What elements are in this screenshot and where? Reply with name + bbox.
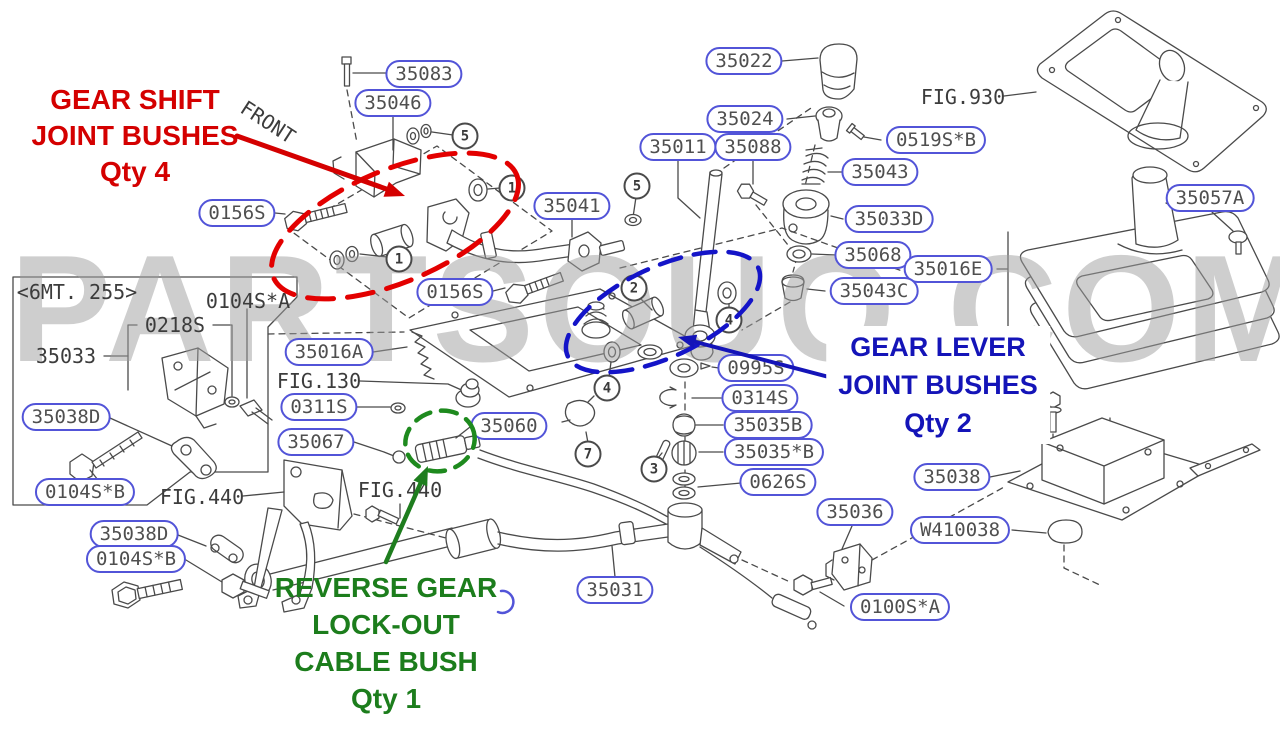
red-arrow-head bbox=[383, 181, 405, 197]
part-label-0995s[interactable]: 0995S bbox=[717, 354, 795, 382]
circled-number-7: 7 bbox=[574, 440, 602, 468]
text-label-35033: 35033 bbox=[35, 344, 97, 368]
text-label-0218s: 0218S bbox=[144, 313, 206, 337]
part-label-35038d[interactable]: 35038D bbox=[21, 403, 111, 431]
text-label-fig440: FIG.440 bbox=[357, 478, 443, 502]
circled-number-4: 4 bbox=[593, 374, 621, 402]
bracket-35038-group bbox=[793, 391, 1261, 607]
fig440-bracket-group bbox=[111, 459, 401, 613]
part-label-35031[interactable]: 35031 bbox=[576, 576, 654, 604]
blue-arrow-head bbox=[678, 334, 698, 349]
blue-dashed-ellipse bbox=[563, 249, 763, 375]
part-label-35068[interactable]: 35068 bbox=[834, 241, 912, 269]
part-label-35016e[interactable]: 35016E bbox=[903, 255, 993, 283]
part-label-35088[interactable]: 35088 bbox=[714, 133, 792, 161]
lever-bush-stack bbox=[655, 358, 742, 500]
circled-number-5: 5 bbox=[623, 172, 651, 200]
part-label-35033d[interactable]: 35033D bbox=[844, 205, 934, 233]
circled-number-1: 1 bbox=[498, 174, 526, 202]
part-label-w410038[interactable]: W410038 bbox=[909, 516, 1011, 544]
red-dashed-ellipse bbox=[269, 150, 521, 302]
part-label-35060[interactable]: 35060 bbox=[470, 412, 548, 440]
part-label-0104sb[interactable]: 0104S*B bbox=[85, 545, 187, 573]
part-label-35057a[interactable]: 35057A bbox=[1165, 184, 1255, 212]
part-label-35024[interactable]: 35024 bbox=[706, 105, 784, 133]
part-label-35016a[interactable]: 35016A bbox=[284, 338, 374, 366]
gear-shift-rod bbox=[244, 502, 742, 597]
console-panel-group bbox=[996, 10, 1280, 390]
circled-number-2: 2 bbox=[620, 274, 648, 302]
part-label-35022[interactable]: 35022 bbox=[705, 47, 783, 75]
part-label-35083[interactable]: 35083 bbox=[385, 60, 463, 88]
part-label-35043[interactable]: 35043 bbox=[841, 158, 919, 186]
part-label-0311s[interactable]: 0311S bbox=[280, 393, 358, 421]
part-label-35036[interactable]: 35036 bbox=[816, 498, 894, 526]
circled-number-4: 4 bbox=[715, 306, 743, 334]
part-label-0626s[interactable]: 0626S bbox=[739, 468, 817, 496]
partial-label-fragment bbox=[496, 589, 515, 615]
part-label-0156s[interactable]: 0156S bbox=[198, 199, 276, 227]
part-label-35043c[interactable]: 35043C bbox=[829, 277, 919, 305]
part-label-0104sb[interactable]: 0104S*B bbox=[34, 478, 136, 506]
text-label-fig130: FIG.130 bbox=[276, 369, 362, 393]
circled-number-3: 3 bbox=[640, 455, 668, 483]
part-label-35035b[interactable]: 35035B bbox=[723, 411, 813, 439]
green-dashed-ellipse bbox=[403, 408, 477, 474]
green-arrow-head bbox=[413, 466, 428, 487]
part-label-35035b[interactable]: 35035*B bbox=[723, 438, 825, 466]
part-label-35046[interactable]: 35046 bbox=[354, 89, 432, 117]
part-label-0156s[interactable]: 0156S bbox=[416, 278, 494, 306]
red-arrow-line bbox=[234, 133, 395, 194]
green-arrow-line bbox=[383, 477, 425, 565]
part-label-35011[interactable]: 35011 bbox=[639, 133, 717, 161]
gear-lever-assembly bbox=[603, 43, 882, 378]
text-label-fig930: FIG.930 bbox=[920, 85, 1006, 109]
part-label-35038[interactable]: 35038 bbox=[913, 463, 991, 491]
part-label-0100sa[interactable]: 0100S*A bbox=[849, 593, 951, 621]
text-label-fig440: FIG.440 bbox=[159, 485, 245, 509]
circled-number-5: 5 bbox=[451, 122, 479, 150]
circled-number-1: 1 bbox=[385, 245, 413, 273]
text-label-6mt255: <6MT. 255> bbox=[16, 280, 138, 304]
part-label-0314s[interactable]: 0314S bbox=[721, 384, 799, 412]
part-label-35041[interactable]: 35041 bbox=[533, 192, 611, 220]
part-label-35067[interactable]: 35067 bbox=[277, 428, 355, 456]
part-label-0519sb[interactable]: 0519S*B bbox=[885, 126, 987, 154]
blue-arrow-line bbox=[690, 339, 850, 384]
text-label-0104sa: 0104S*A bbox=[205, 289, 291, 313]
